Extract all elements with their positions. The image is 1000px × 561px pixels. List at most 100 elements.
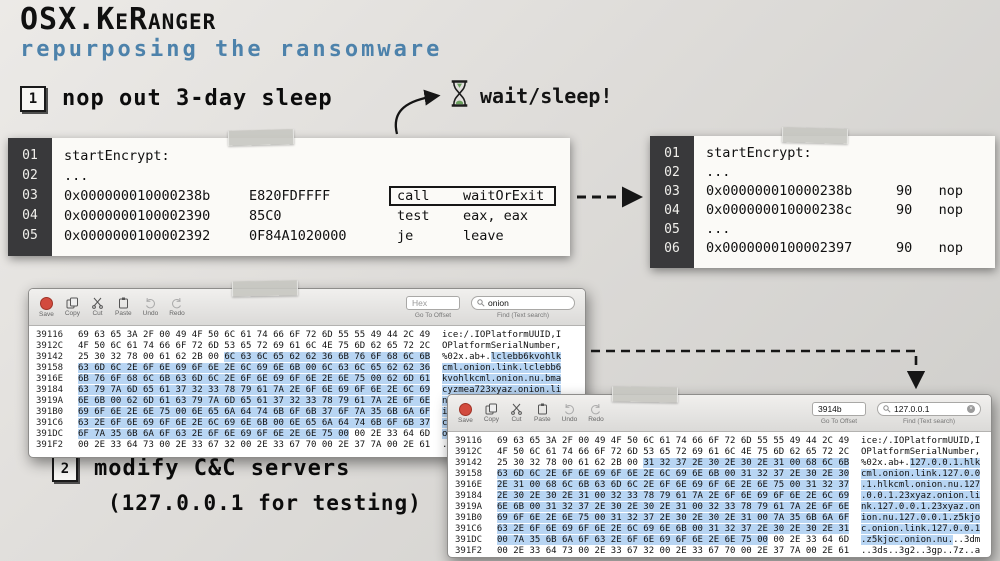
undo-button[interactable]: Undo [143,297,158,317]
hex-bytes[interactable]: 63 79 7A 6D 65 61 37 32 33 78 79 61 7A 2… [78,385,431,395]
hex-bytes[interactable]: 6B 76 6F 68 6C 6B 63 6D 6C 2E 6F 6E 69 6… [78,374,431,384]
hex-bytes[interactable]: 00 2E 33 64 73 00 2E 33 67 32 00 2E 33 6… [497,546,850,556]
redo-label: Redo [169,310,185,317]
hex-ascii[interactable]: OPlatformSerialNumber, [442,341,562,351]
hex-row[interactable]: 39184 63 79 7A 6D 65 61 37 32 33 78 79 61… [36,385,578,396]
undo-button[interactable]: Undo [561,403,578,423]
step2-sub-label: (127.0.0.1 for testing) [108,491,422,515]
asm-line: ... [706,220,989,239]
copy-button[interactable]: Copy [484,403,499,423]
paste-label: Paste [534,416,551,423]
asm-mnemonic: nop [938,202,963,218]
hex-bytes[interactable]: 63 6D 6C 2E 6F 6E 69 6F 6E 2E 6C 69 6E 6… [497,469,850,479]
hex-bytes[interactable]: 00 7A 35 6B 6A 6F 63 2E 6F 6E 69 6F 6E 2… [497,535,850,545]
hex-ascii[interactable]: .0.0.1.23xyaz.onion.li [861,491,981,501]
hex-bytes[interactable]: 2E 30 2E 30 2E 31 00 32 33 78 79 61 7A 2… [497,491,850,501]
hex-bytes[interactable]: 69 63 65 3A 2F 00 49 4F 50 6C 61 74 66 6… [78,330,431,340]
hex-bytes[interactable]: 4F 50 6C 61 74 66 6F 72 6D 53 65 72 69 6… [78,341,431,351]
hex-ascii[interactable]: ion.nu.127.0.0.1.z5kjo [861,513,981,523]
copy-label: Copy [483,416,500,423]
hex-bytes[interactable]: 63 6D 6C 2E 6F 6E 69 6F 6E 2E 6C 69 6E 6… [78,363,431,373]
hex-ascii[interactable]: nk.127.0.0.1.23xyaz.on [861,502,981,512]
hex-bytes[interactable]: 63 2E 6F 6E 69 6F 6E 2E 6C 69 6E 6B 00 6… [78,418,431,428]
hex-editor-before-window: Save Copy Cut Paste Undo Redo Hex Go To … [28,288,586,458]
hex-address: 39184 [36,385,64,395]
copy-icon [66,297,78,309]
undo-label: Undo [561,416,578,423]
hex-bytes[interactable]: 6E 6B 00 62 6D 61 63 79 7A 6D 65 61 37 3… [78,396,431,406]
asm-mnemonic: nop [938,240,963,256]
hex-ascii[interactable]: ice:/.IOPlatformUUID,I [861,436,981,446]
paste-button[interactable]: Paste [115,297,132,317]
hex-bytes[interactable]: 69 63 65 3A 2F 00 49 4F 50 6C 61 74 66 6… [497,436,850,446]
step1-badge: 1 [20,86,46,112]
hex-ascii[interactable]: cml.onion.link.127.0.0 [861,469,981,479]
hex-address: 391C6 [36,418,64,428]
hex-bytes[interactable]: 00 2E 33 64 73 00 2E 33 67 32 00 2E 33 6… [78,440,431,450]
hex-ascii[interactable]: OPlatformSerialNumber, [861,447,981,457]
hex-ascii[interactable]: cml.onion.link.lclebb6 [442,363,562,373]
save-label: Save [458,416,473,424]
redo-button[interactable]: Redo [588,403,604,423]
hex-bytes[interactable]: 25 30 32 78 00 61 62 2B 00 6C 63 6C 65 6… [78,352,431,362]
hex-ascii[interactable]: ..3ds..3g2..3gp..7z..a [861,546,981,556]
asm-bytes: E820FDFFFF [249,188,331,204]
save-button[interactable]: Save [458,402,473,424]
paste-button[interactable]: Paste [534,403,551,423]
hex-ascii[interactable]: cyzmea723xyaz.onion.li [442,385,562,395]
hex-bytes[interactable]: 6F 7A 35 6B 6A 6F 63 2E 6F 6E 69 6F 6E 2… [78,429,431,439]
redo-button[interactable]: Redo [169,297,185,317]
hex-bytes[interactable]: 2E 31 00 68 6C 6B 63 6D 6C 2E 6F 6E 69 6… [497,480,850,490]
hex-bytes[interactable]: 6E 6B 00 31 32 37 2E 30 2E 30 2E 31 00 3… [497,502,850,512]
cut-button[interactable]: Cut [510,403,523,423]
hex-address: 391B0 [36,407,64,417]
paste-icon [537,403,547,415]
hex-bytes[interactable]: 69 6F 6E 2E 6E 75 00 31 32 37 2E 30 2E 3… [497,513,850,523]
clear-search-icon[interactable]: × [967,404,975,413]
page-title: OSX.KeRanger [20,2,217,37]
goto-offset-field[interactable]: 3914b [812,401,866,416]
asm-bytes: 90 [896,183,913,199]
hex-ascii[interactable]: kvohlkcml.onion.nu.bma [442,374,562,384]
find-field[interactable]: onion [471,295,575,310]
hex-bytes[interactable]: 25 30 32 78 00 61 62 2B 00 31 32 37 2E 3… [497,458,850,468]
hex-ascii[interactable]: c.onion.link.127.0.0.1 [861,524,981,534]
copy-button[interactable]: Copy [65,297,80,317]
hex-ascii[interactable]: %02x.ab+.127.0.0.1.hlk [861,458,981,468]
hex-bytes[interactable]: 69 6F 6E 2E 6E 75 00 6E 65 6A 64 74 6B 6… [78,407,431,417]
hex-bytes[interactable]: 4F 50 6C 61 74 66 6F 72 6D 53 65 72 69 6… [497,447,850,457]
find-field[interactable]: 127.0.0.1 × [877,401,981,416]
line-number: 05 [22,228,38,243]
hex-ascii[interactable]: .1.hlkcml.onion.nu.127 [861,480,981,490]
search-icon [883,404,891,413]
hex-ascii[interactable]: %02x.ab+.lclebb6kvohlk [442,352,562,362]
hex-ascii[interactable]: ice:/.IOPlatformUUID,I [442,330,562,340]
save-button[interactable]: Save [39,296,54,318]
hex-bytes[interactable]: 63 2E 6F 6E 69 6F 6E 2E 6C 69 6E 6B 00 3… [497,524,850,534]
asm-operand: eax, eax [463,208,529,224]
hex-ascii[interactable]: .z5kjoc.onion.nu...3dm [861,535,981,545]
goto-offset-field[interactable]: Hex [406,295,460,310]
cut-button[interactable]: Cut [91,297,104,317]
